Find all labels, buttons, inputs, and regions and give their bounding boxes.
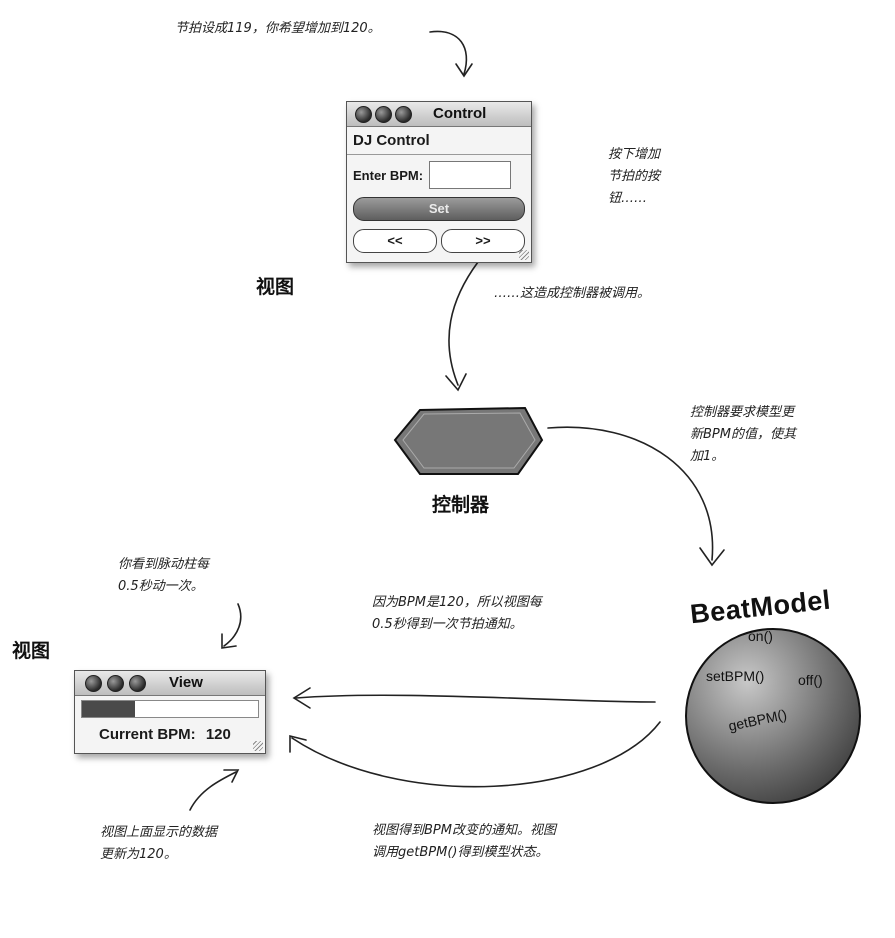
note-line: 控制器要求模型更 <box>690 405 795 420</box>
arrow-model-to-view-beat <box>295 694 656 703</box>
minimize-icon[interactable] <box>107 675 124 692</box>
arrow-control-to-controller <box>448 261 479 386</box>
increase-bpm-button[interactable]: >> <box>441 229 525 253</box>
beat-bar-fill <box>82 701 135 717</box>
label-view-left: 视图 <box>12 641 51 662</box>
method-setbpm: setBPM() <box>706 668 765 684</box>
close-icon[interactable] <box>355 106 372 123</box>
note-line: 0.5秒动一次。 <box>118 579 204 594</box>
note-top: 节拍设成119，你希望增加到120。 <box>175 21 381 36</box>
note-line: 更新为120。 <box>100 847 177 862</box>
beat-model <box>685 628 861 804</box>
current-bpm-label: Current BPM: <box>99 726 196 743</box>
label-view-top: 视图 <box>256 277 295 298</box>
control-titlebar[interactable]: Control <box>347 102 531 127</box>
note-line: 按下增加 <box>608 147 661 162</box>
note-line: 节拍的按 <box>608 169 661 184</box>
current-bpm-value: 120 <box>205 726 231 743</box>
decrease-bpm-button[interactable]: << <box>353 229 437 253</box>
note-controller-asks: 控制器要求模型更 新BPM的值，使其 加1。 <box>690 402 796 468</box>
note-line: 加1。 <box>690 449 725 464</box>
control-window: Control DJ Control Enter BPM: Set << >> <box>346 101 532 263</box>
zoom-icon[interactable] <box>395 106 412 123</box>
window-title: View <box>169 674 203 691</box>
note-bar-pulse: 你看到脉动柱每 0.5秒动一次。 <box>118 554 209 598</box>
note-line: 调用getBPM()得到模型状态。 <box>372 845 549 860</box>
note-line: 视图上面显示的数据 <box>100 825 218 840</box>
note-line: 钮…… <box>608 191 648 206</box>
resize-grip-icon[interactable] <box>519 250 529 260</box>
arrow-note-to-control <box>429 30 468 75</box>
controller-shape <box>393 406 544 475</box>
method-off: off() <box>798 672 823 688</box>
note-beat-notify: 因为BPM是120，所以视图每 0.5秒得到一次节拍通知。 <box>372 592 542 636</box>
arrow-note-to-bar <box>223 603 242 647</box>
note-controller-called: ……这造成控制器被调用。 <box>494 286 651 301</box>
arrow-controller-to-model <box>547 426 714 561</box>
label-controller: 控制器 <box>432 495 490 516</box>
note-line: 你看到脉动柱每 <box>118 557 210 572</box>
resize-grip-icon[interactable] <box>253 741 263 751</box>
arrow-note-to-current <box>189 771 237 811</box>
note-line: 因为BPM是120，所以视图每 <box>372 595 542 610</box>
close-icon[interactable] <box>85 675 102 692</box>
set-button[interactable]: Set <box>353 197 525 221</box>
minimize-icon[interactable] <box>375 106 392 123</box>
note-press-button: 按下增加 节拍的按 钮…… <box>608 144 660 210</box>
note-view-notify: 视图得到BPM改变的通知。视图 调用getBPM()得到模型状态。 <box>372 820 556 864</box>
view-titlebar[interactable]: View <box>75 671 265 696</box>
view-window: View Current BPM: 120 <box>74 670 266 754</box>
dj-control-heading: DJ Control <box>347 127 531 155</box>
note-view-updated: 视图上面显示的数据 更新为120。 <box>100 822 217 866</box>
note-line: 视图得到BPM改变的通知。视图 <box>372 823 556 838</box>
note-line: 新BPM的值，使其 <box>690 427 796 442</box>
zoom-icon[interactable] <box>129 675 146 692</box>
note-line: 0.5秒得到一次节拍通知。 <box>372 617 523 632</box>
enter-bpm-label: Enter BPM: <box>353 167 424 183</box>
arrow-model-to-view-state <box>291 721 661 788</box>
bpm-input[interactable] <box>429 161 512 189</box>
beat-bar <box>81 700 259 718</box>
method-on: on() <box>748 628 773 644</box>
current-bpm: Current BPM: 120 <box>75 720 265 749</box>
window-title: Control <box>433 105 487 122</box>
